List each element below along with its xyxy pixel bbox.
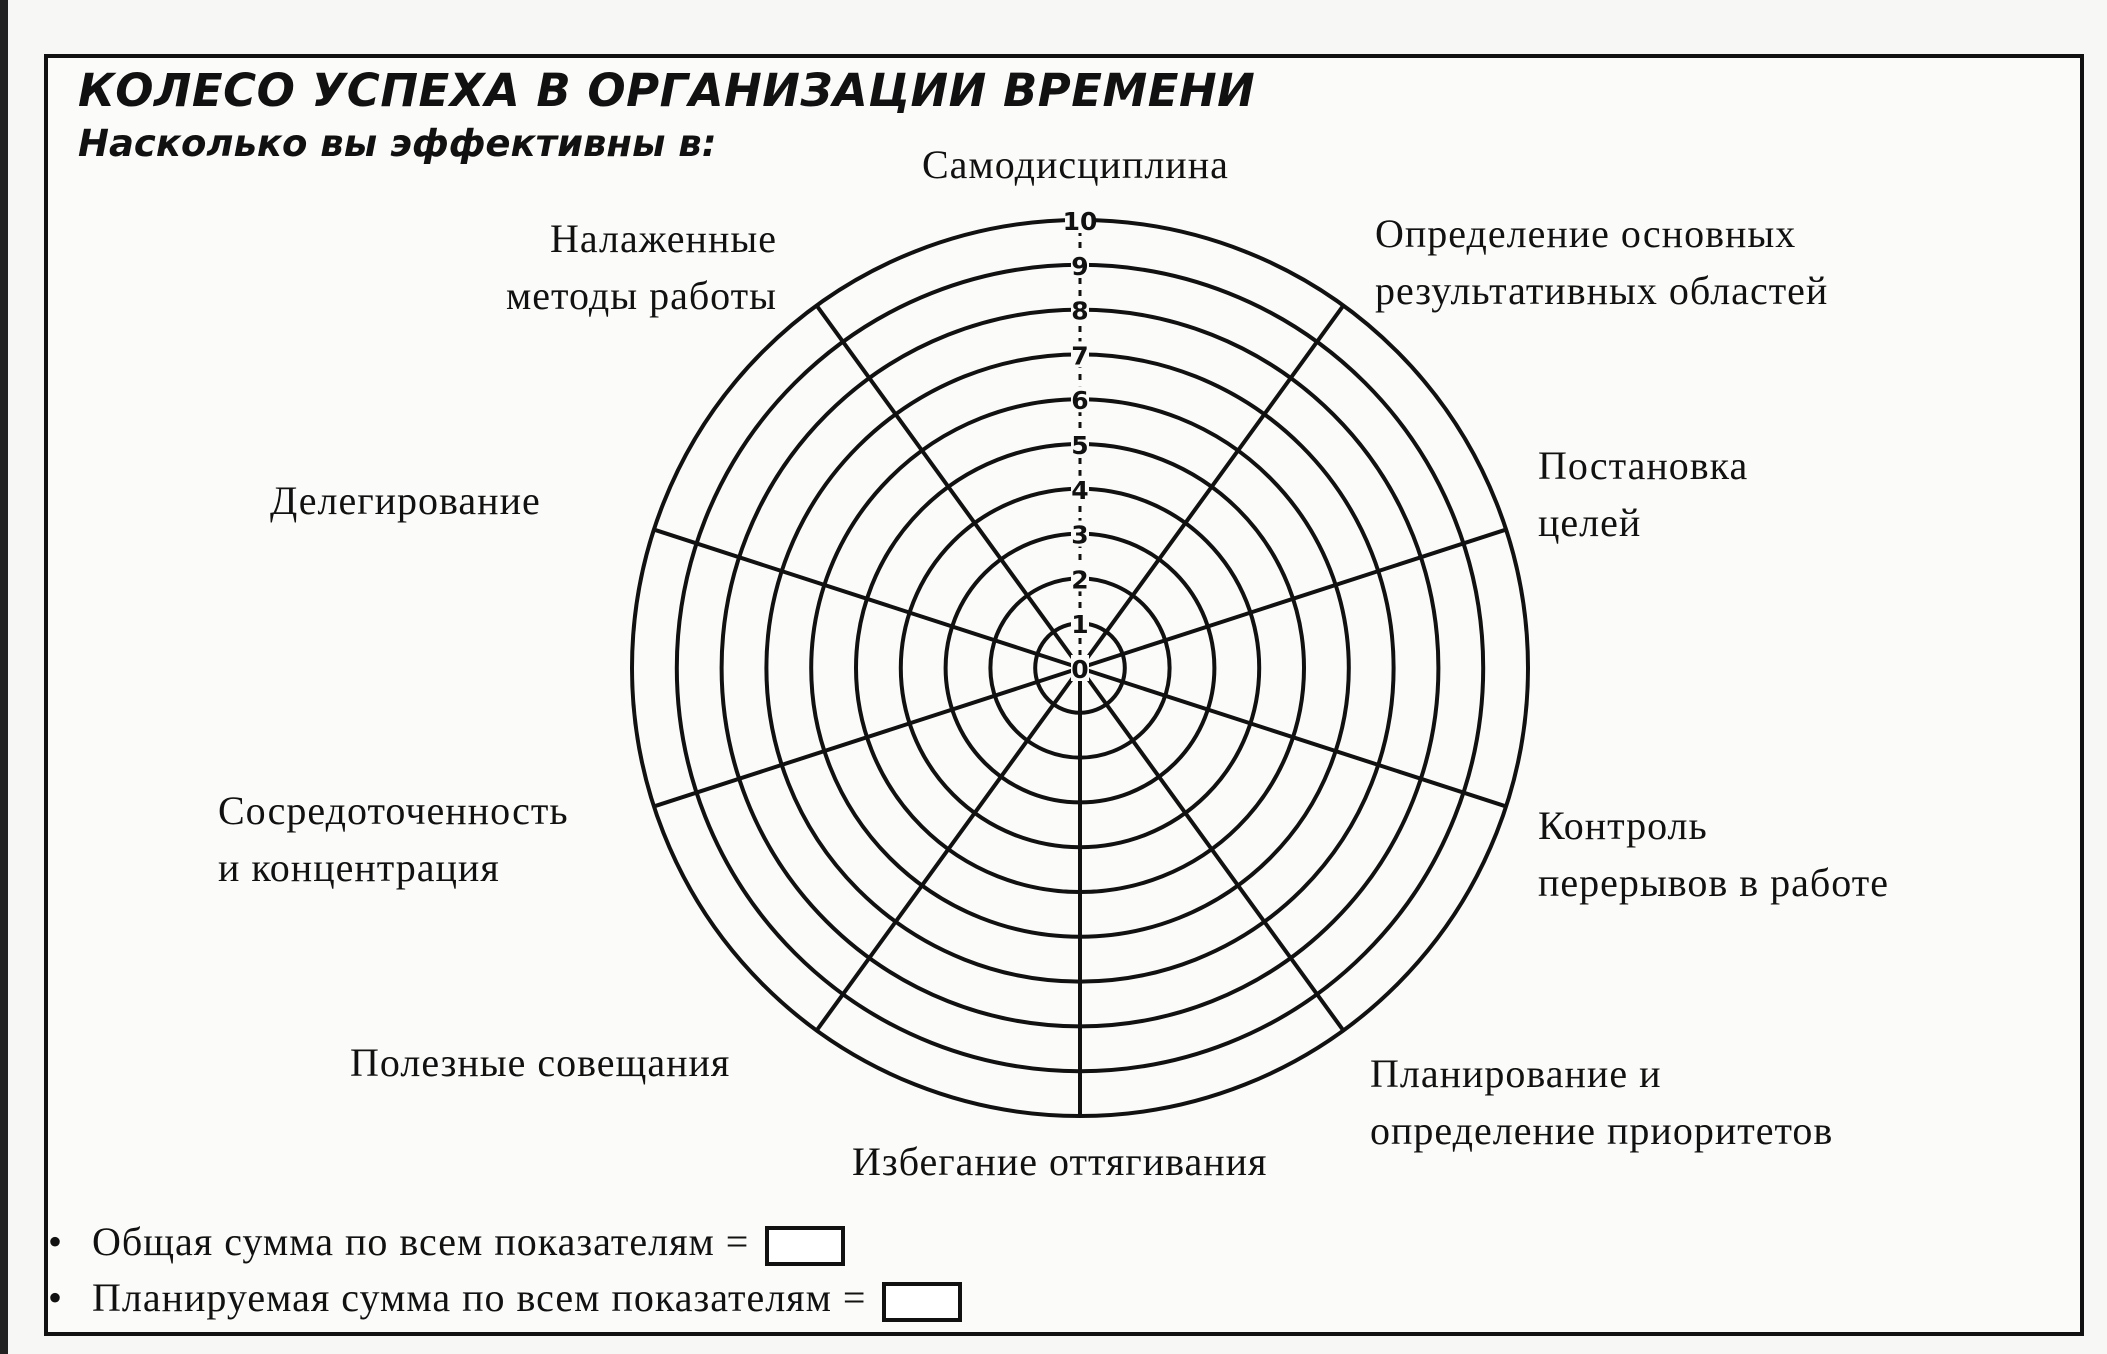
- scale-label: 3: [1071, 521, 1088, 550]
- scale-label: 5: [1071, 431, 1088, 460]
- scale-label-bg: [1071, 251, 1089, 278]
- scale-label: 4: [1071, 476, 1088, 505]
- label-planning: Планирование и определение приоритетов: [1370, 1051, 1834, 1153]
- total-sum-label: Общая сумма по всем показателям =: [92, 1219, 750, 1264]
- label-useful-meetings: Полезные совещания: [350, 1040, 731, 1085]
- scale-label: 0: [1071, 655, 1088, 684]
- label-key-areas: Определение основных результативных обла…: [1375, 211, 1829, 313]
- scale-label: 6: [1071, 386, 1088, 415]
- planned-sum-label: Планируемая сумма по всем показателям =: [92, 1275, 867, 1320]
- scale-label-bg: [1071, 341, 1089, 368]
- label-delegation: Делегирование: [270, 478, 541, 523]
- scale-label: 1: [1071, 610, 1088, 639]
- scale-label-bg: [1071, 386, 1089, 413]
- scale-label-bg: [1071, 565, 1089, 592]
- label-avoid-procrastination: Избегание оттягивания: [852, 1139, 1268, 1184]
- scan-edge: [0, 0, 8, 1354]
- page-subtitle: Насколько вы эффективны в:: [78, 122, 717, 165]
- wheel-spoke: [1079, 666, 1507, 809]
- scale-label: 10: [1063, 207, 1098, 236]
- bullet-icon: •: [48, 1219, 64, 1264]
- label-break-control: Контроль перерывов в работе: [1538, 803, 1889, 905]
- wheel-spoke: [1078, 666, 1345, 1032]
- page-title: КОЛЕСО УСПЕХА В ОРГАНИЗАЦИИ ВРЕМЕНИ: [78, 64, 1256, 117]
- scale-label-bg: [1065, 207, 1095, 233]
- total-sum-box[interactable]: [765, 1225, 846, 1266]
- planned-sum-box[interactable]: [882, 1281, 963, 1322]
- scale-label: 2: [1071, 565, 1088, 594]
- wheel-spoke: [653, 666, 1081, 809]
- scale-label-bg: [1071, 475, 1089, 502]
- bullet-icon: •: [48, 1275, 64, 1320]
- label-focus: Сосредоточенность и концентрация: [218, 788, 569, 890]
- wheel-spoke: [1078, 304, 1345, 670]
- scale-label-bg: [1071, 610, 1089, 637]
- total-sum-row: • Общая сумма по всем показателям =: [48, 1218, 846, 1266]
- scale-label-bg: [1071, 431, 1089, 457]
- wheel-spoke: [653, 527, 1081, 670]
- wheel-spoke: [815, 666, 1082, 1032]
- scale-label-bg: [1071, 655, 1089, 681]
- label-goal-setting: Постановка целей: [1538, 443, 1749, 545]
- scale-label: 9: [1071, 252, 1088, 281]
- label-self-discipline: Самодисциплина: [922, 142, 1229, 187]
- scale-label-bg: [1071, 296, 1089, 323]
- planned-sum-row: • Планируемая сумма по всем показателям =: [48, 1274, 963, 1322]
- worksheet-frame: [44, 54, 2084, 1336]
- label-methods: Налаженные методы работы: [505, 216, 777, 318]
- wheel-spoke: [815, 304, 1082, 670]
- wheel-spoke: [1079, 527, 1507, 670]
- scale-label-bg: [1071, 520, 1089, 547]
- scale-label: 7: [1071, 341, 1088, 370]
- scale-label: 8: [1071, 297, 1088, 326]
